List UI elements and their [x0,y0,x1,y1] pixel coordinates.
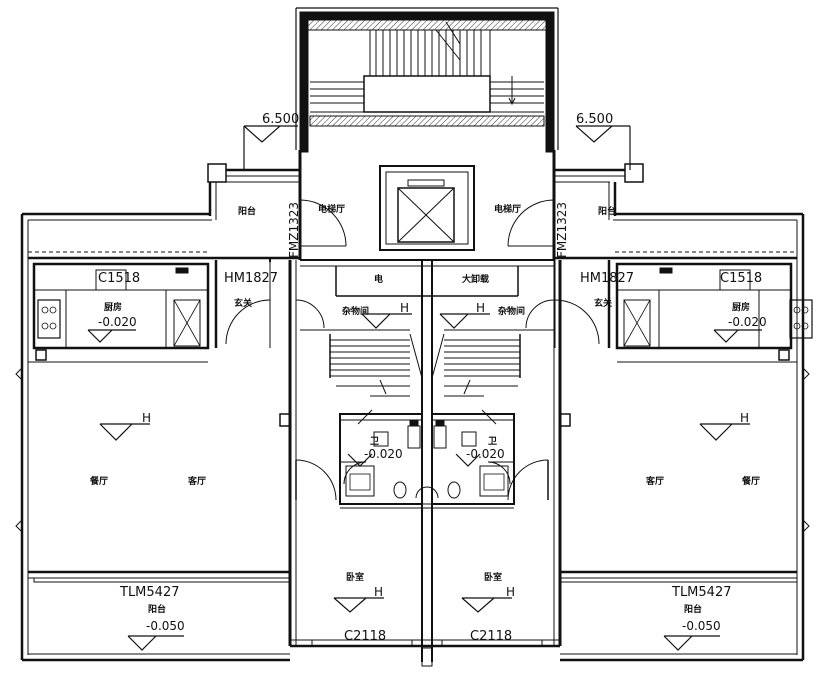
door-label-left: HM1827 [224,271,278,286]
h-mark-lobby-right: H [476,301,485,315]
door-label-right: HM1827 [580,271,634,286]
fmz-label-left: FMZ1323 [287,202,301,258]
door-label-bottom-right: TLM5427 [671,585,731,600]
balcony-elevation-left: -0.050 [146,619,185,633]
annotations: 6.500 6.500 FMZ1323 FMZ1323 HM1827 HM182… [89,112,767,644]
window-label-left: C1518 [98,271,140,286]
window-label-right: C1518 [720,271,762,286]
h-mark-living-left: H [142,411,151,425]
balcony-elevation-right: -0.050 [682,619,721,633]
room-kitchen-left: 厨房 [104,301,122,313]
main-stair [309,21,545,127]
room-living-left: 客厅 [187,475,206,487]
room-elec: 电 [374,273,383,285]
room-elevator-hall-right: 电梯厅 [494,203,521,215]
window-label-bottom-left: C2118 [344,629,386,644]
scissor-stair [329,333,521,425]
room-bedroom-right: 卧室 [484,571,502,583]
room-bath-right: 卫 [488,436,497,447]
kitchen-elevation-right: -0.020 [728,315,767,329]
room-dining-right: 餐厅 [741,475,760,487]
elevation-label-top-right: 6.500 [576,112,613,127]
bath-elevation-right: -0.020 [466,447,505,461]
room-elevator-hall-left: 电梯厅 [318,203,345,215]
bath-elevation-left: -0.020 [364,447,403,461]
elevation-markers [87,125,762,651]
room-balcony-bottom-left: 阳台 [148,603,166,615]
room-living-right: 客厅 [645,475,664,487]
elevator-shaft [379,165,475,251]
h-mark-living-right: H [740,411,749,425]
room-balcony-bottom-right: 阳台 [684,603,702,615]
fmz-label-right: FMZ1323 [555,202,569,258]
room-foyer-left: 玄关 [234,297,252,309]
room-bedroom-left: 卧室 [346,571,364,583]
room-bath-left: 卫 [370,436,379,447]
room-storage-right: 杂物间 [498,305,525,317]
window-label-bottom-right: C2118 [470,629,512,644]
room-storage-left: 杂物间 [342,305,369,317]
room-tv-well: 大卸载 [462,273,489,285]
door-label-bottom-left: TLM5427 [119,585,179,600]
h-mark-bed-left: H [374,585,383,599]
room-kitchen-right: 厨房 [732,301,750,313]
walls [15,7,813,667]
door-swings [225,199,600,501]
windows [33,182,798,647]
h-mark-bed-right: H [506,585,515,599]
room-foyer-right: 玄关 [594,297,612,309]
kitchen-elevation-left: -0.020 [98,315,137,329]
h-mark-lobby-left: H [400,301,409,315]
room-dining-left: 餐厅 [89,475,108,487]
elevation-label-top-left: 6.500 [262,112,299,127]
room-balcony-top-left: 阳台 [238,205,256,217]
room-balcony-top-right: 阳台 [598,205,616,217]
